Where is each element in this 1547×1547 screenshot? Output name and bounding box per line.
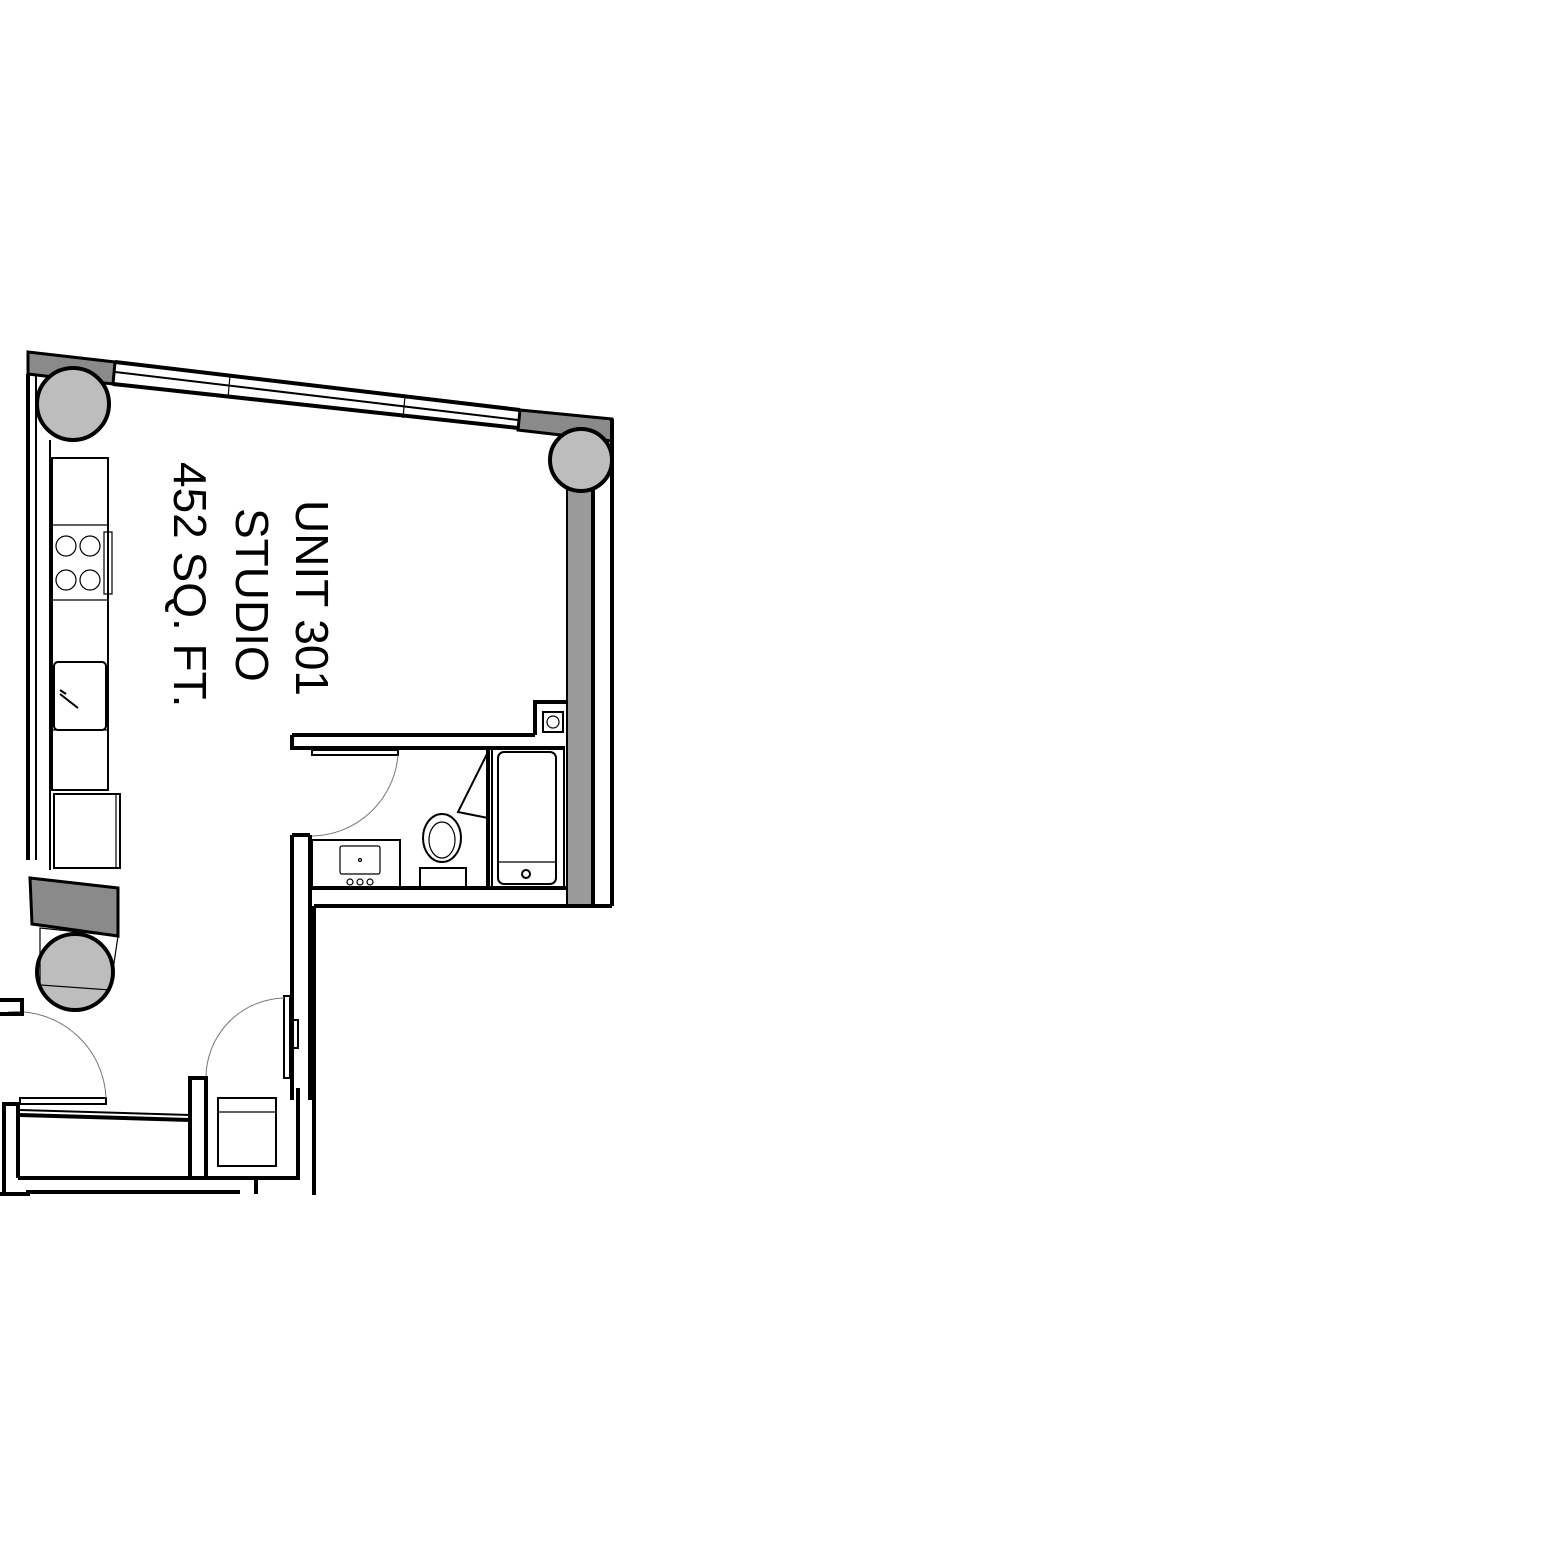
toilet [419,813,467,889]
left-exterior-wall [26,374,51,870]
refrigerator [53,793,121,869]
cooktop [55,531,113,595]
closet-door[interactable] [7,1011,107,1105]
column-bottom-left [35,932,115,1012]
bathroom-door[interactable] [311,749,399,837]
entry-door[interactable] [205,995,299,1079]
bathtub [456,747,565,889]
bathroom-vanity [311,839,401,889]
unit-name: UNIT 301 [286,500,338,696]
closet-walls [0,998,300,1196]
column-top-left [35,366,111,442]
column-top-right [548,427,614,493]
left-wall-pier [28,876,120,938]
unit-type: STUDIO [226,508,278,682]
kitchen-sink [53,661,107,731]
washer-dryer [217,1097,277,1167]
unit-area: 452 SQ. FT. [164,462,216,707]
kitchen-counter [51,457,109,791]
top-window-wall [26,350,614,443]
